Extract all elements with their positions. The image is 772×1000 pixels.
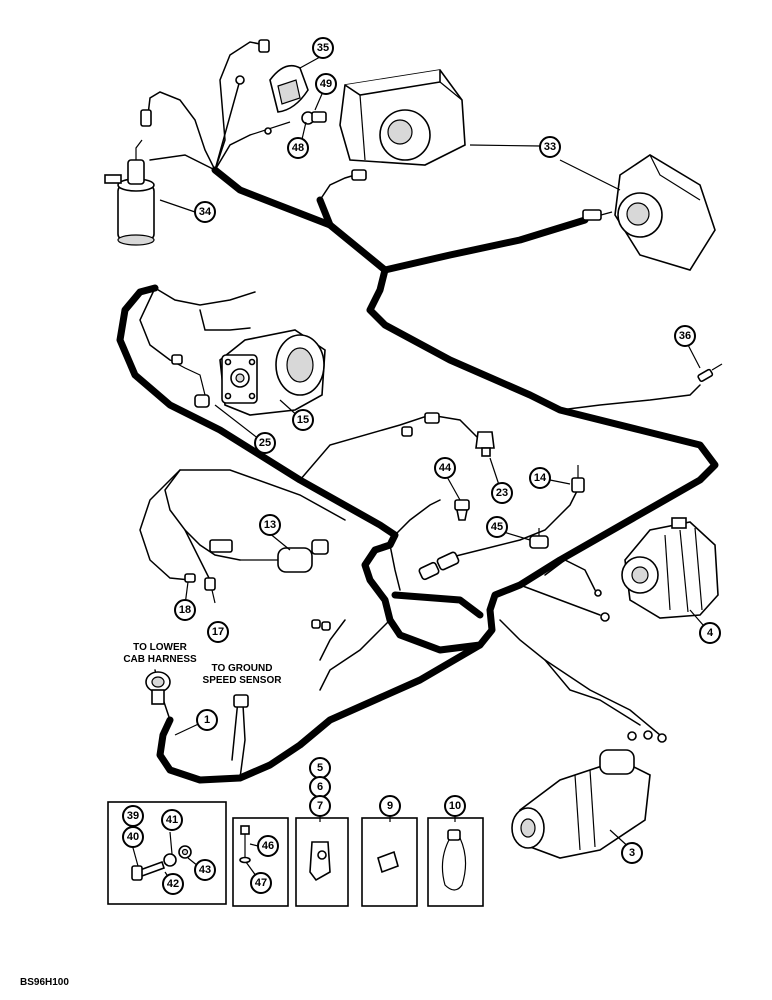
- callout-45: 45: [486, 516, 508, 538]
- svg-text:6: 6: [317, 781, 323, 793]
- callout-15: 15: [292, 409, 314, 431]
- svg-text:25: 25: [259, 437, 271, 449]
- callout-39: 39: [122, 805, 144, 827]
- svg-text:34: 34: [199, 206, 212, 218]
- connectors-17-18: [184, 539, 233, 591]
- connector-36: [697, 363, 723, 383]
- callout-35: 35: [312, 37, 334, 59]
- starter-terminals: [627, 730, 667, 743]
- svg-text:36: 36: [679, 330, 691, 342]
- svg-text:23: 23: [496, 487, 508, 499]
- svg-text:10: 10: [449, 800, 461, 812]
- callout-34: 34: [194, 201, 216, 223]
- svg-text:14: 14: [534, 472, 547, 484]
- ground-speed-label-line2: SPEED SENSOR: [203, 675, 283, 686]
- callout-46: 46: [257, 835, 279, 857]
- svg-text:33: 33: [544, 141, 556, 153]
- branch-wires: [139, 41, 701, 779]
- callout-13: 13: [259, 514, 281, 536]
- svg-text:45: 45: [491, 521, 503, 533]
- hardware-box-10: [427, 817, 484, 907]
- lower-cab-connector: [145, 671, 171, 705]
- svg-text:44: 44: [439, 462, 452, 474]
- ac-compressor: [219, 329, 326, 416]
- callout-36: 36: [674, 325, 696, 347]
- alternator: [621, 517, 719, 619]
- svg-text:39: 39: [127, 810, 139, 822]
- callout-1: 1: [196, 709, 218, 731]
- svg-text:42: 42: [167, 878, 179, 890]
- sensor-14: [571, 465, 585, 493]
- work-lamp-right: [614, 154, 716, 271]
- main-harness: [116, 166, 719, 784]
- callout-9: 9: [379, 795, 401, 817]
- callout-4: 4: [699, 622, 721, 644]
- ignition-coil: [104, 139, 155, 246]
- callout-47: 47: [250, 872, 272, 894]
- svg-text:7: 7: [317, 800, 323, 812]
- lower-cab-label-line1: TO LOWER: [133, 642, 187, 653]
- callout-42: 42: [162, 873, 184, 895]
- callout-40: 40: [122, 826, 144, 848]
- svg-text:49: 49: [320, 78, 332, 90]
- callout-5: 5: [309, 757, 331, 779]
- svg-text:47: 47: [255, 877, 267, 889]
- ground-speed-label-line1: TO GROUND: [212, 663, 273, 674]
- svg-text:15: 15: [297, 414, 309, 426]
- callout-49: 49: [315, 73, 337, 95]
- callout-43: 43: [194, 859, 216, 881]
- svg-text:17: 17: [212, 626, 224, 638]
- callout-25: 25: [254, 432, 276, 454]
- alternator-terminals: [594, 589, 610, 622]
- switch-44: [454, 499, 470, 521]
- svg-text:4: 4: [707, 627, 714, 639]
- horn: [269, 64, 309, 113]
- svg-text:13: 13: [264, 519, 276, 531]
- svg-text:5: 5: [317, 762, 323, 774]
- callout-33: 33: [539, 136, 561, 158]
- svg-text:46: 46: [262, 840, 274, 852]
- callout-18: 18: [174, 599, 196, 621]
- ground-hardware: [235, 39, 327, 136]
- callout-3: 3: [621, 842, 643, 864]
- lamp-connectors: [351, 169, 613, 221]
- svg-text:43: 43: [199, 864, 211, 876]
- callout-44: 44: [434, 457, 456, 479]
- callout-7: 7: [309, 795, 331, 817]
- svg-text:48: 48: [292, 142, 304, 154]
- coil-connector: [140, 109, 152, 127]
- svg-text:1: 1: [204, 714, 210, 726]
- callout-6: 6: [309, 776, 331, 798]
- svg-text:35: 35: [317, 42, 329, 54]
- svg-text:40: 40: [127, 831, 139, 843]
- callout-48: 48: [287, 137, 309, 159]
- leader-lines: [129, 56, 711, 885]
- hardware-box-7: [295, 817, 349, 907]
- svg-text:18: 18: [179, 604, 191, 616]
- svg-text:41: 41: [166, 814, 178, 826]
- clutch-connector: [169, 354, 210, 408]
- pressure-switch-23: [401, 412, 495, 457]
- callout-23: 23: [491, 482, 513, 504]
- callout-17: 17: [207, 621, 229, 643]
- svg-text:3: 3: [629, 847, 635, 859]
- callout-14: 14: [529, 467, 551, 489]
- ground-speed-connector: [233, 694, 249, 708]
- work-lamp-left: [339, 69, 466, 166]
- lower-cab-label-line2: CAB HARNESS: [123, 654, 197, 665]
- solenoid-13: [240, 539, 329, 573]
- sender-45: [529, 528, 549, 549]
- inline-connectors: [311, 551, 460, 631]
- starter-motor: [511, 749, 651, 859]
- callout-41: 41: [161, 809, 183, 831]
- callout-10: 10: [444, 795, 466, 817]
- svg-text:9: 9: [387, 800, 393, 812]
- figure-id: BS96H100: [20, 977, 69, 988]
- hardware-box-9: [361, 817, 418, 907]
